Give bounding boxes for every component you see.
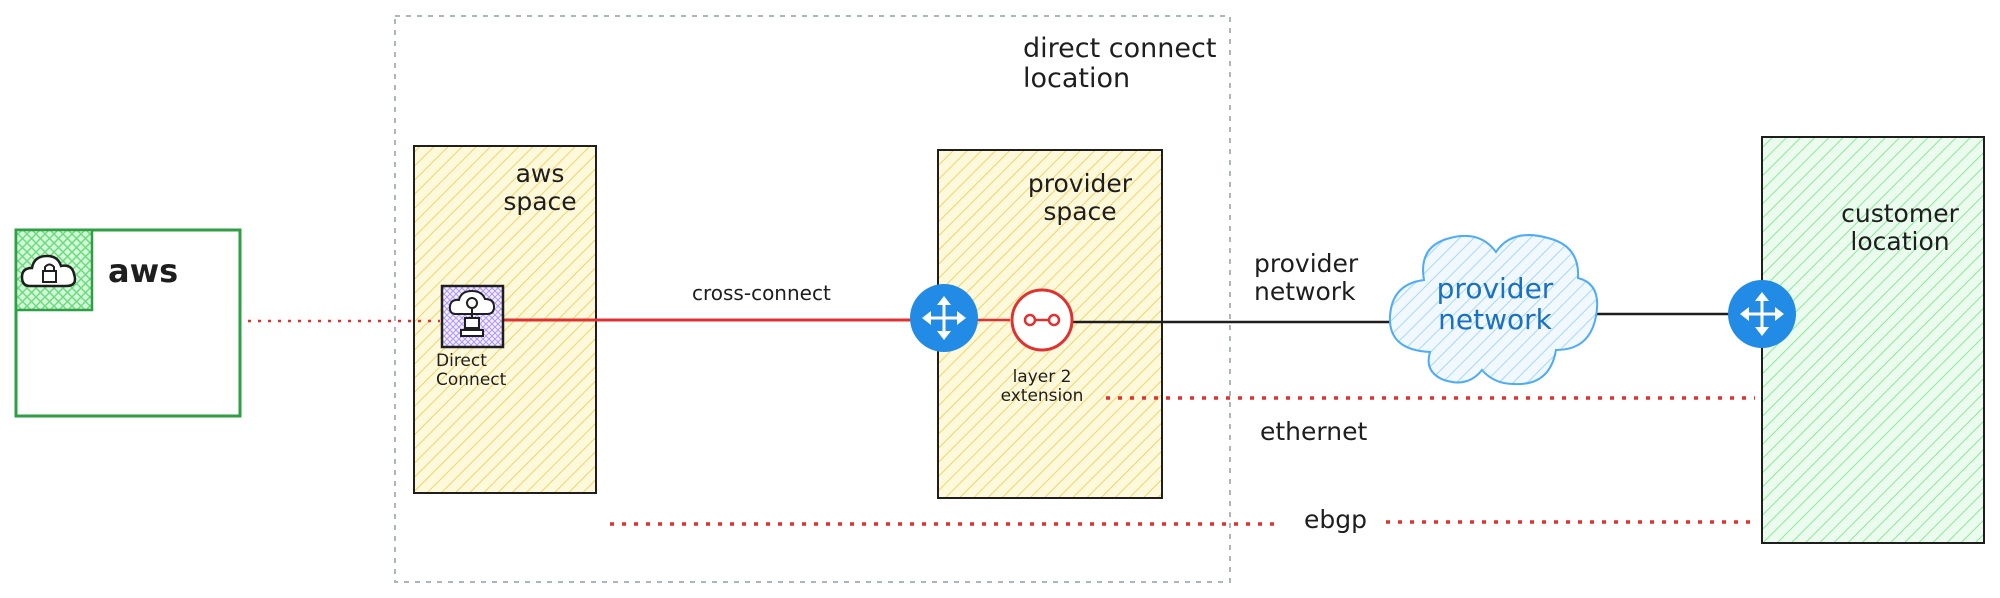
- provider-space-label-1: provider: [1027, 169, 1133, 198]
- customer-location-label-1: customer: [1841, 199, 1959, 228]
- aws-space-label-1: aws: [515, 159, 565, 188]
- provider-network-cloud: [1388, 234, 1599, 386]
- provider-space-label-2: space: [1043, 196, 1117, 226]
- direct-connect-location-label-1: direct connect: [1023, 33, 1217, 64]
- direct-connect-location-label-2: location: [1023, 62, 1131, 94]
- aws-space-label-2: space: [503, 186, 577, 216]
- provider-network-cloud-label-2: network: [1438, 302, 1552, 336]
- customer-location-box: [1761, 136, 1985, 544]
- provider-network-cloud-label-1: provider: [1436, 272, 1554, 305]
- layer2-extension-label-2: extension: [1000, 385, 1084, 406]
- customer-location-label-2: location: [1850, 226, 1950, 256]
- layer2-extension-icon: [1010, 288, 1074, 352]
- ethernet-label: ethernet: [1260, 417, 1368, 446]
- direct-connect-location-boundary: [394, 15, 1231, 583]
- provider-network-side-label-1: provider: [1254, 249, 1359, 278]
- ebgp-label: ebgp: [1304, 505, 1367, 534]
- provider-router-icon: [910, 284, 978, 352]
- cross-connect-label: cross-connect: [692, 281, 831, 305]
- cloud-lock-icon: [20, 254, 77, 288]
- direct-connect-label-2: Connect: [436, 369, 507, 390]
- layer2-extension-label-1: layer 2: [1012, 367, 1072, 387]
- direct-connect-icon: [440, 284, 505, 349]
- aws-label: aws: [108, 252, 179, 290]
- provider-network-side-label-2: network: [1254, 276, 1356, 306]
- customer-router-icon: [1728, 280, 1796, 348]
- direct-connect-label-1: Direct: [436, 351, 487, 371]
